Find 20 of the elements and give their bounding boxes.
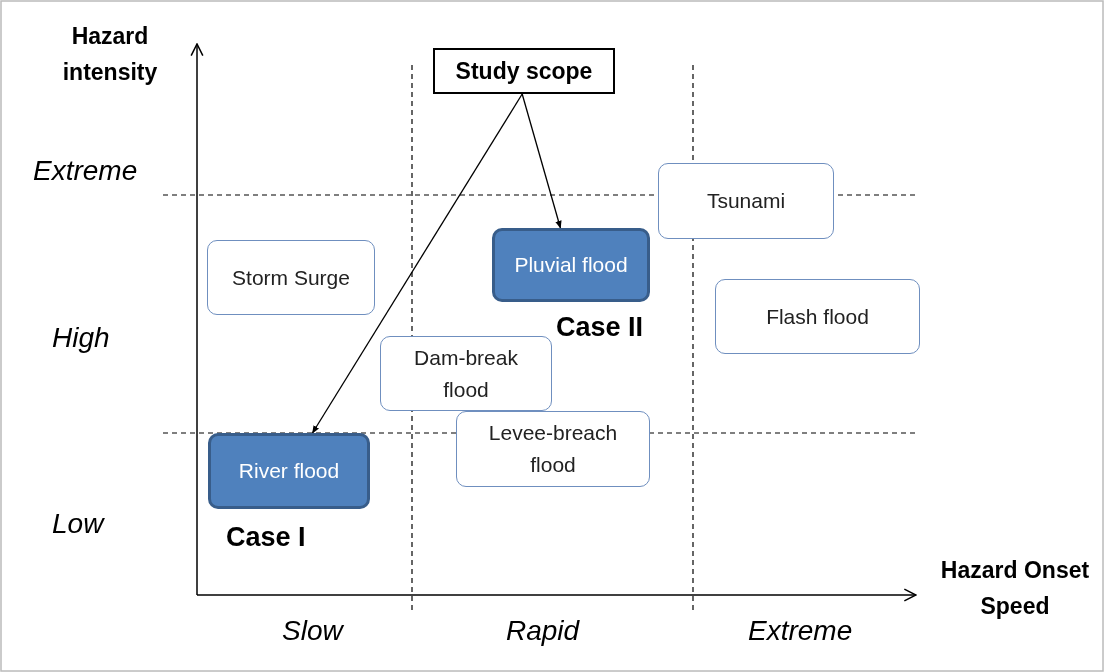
axis-label: Rapid xyxy=(506,615,580,647)
axis-label: Slow xyxy=(282,615,343,647)
axis-label: Extreme xyxy=(33,155,138,187)
scope-box: Study scope xyxy=(433,48,615,94)
axis-label: Extreme xyxy=(748,615,853,647)
hazard-box: Storm Surge xyxy=(207,240,375,315)
axis-title: Hazard intensity xyxy=(61,22,159,87)
hazard-box: Levee-breach flood xyxy=(456,411,650,487)
hazard-box: Dam-break flood xyxy=(380,336,552,411)
axis-title: Hazard Onset Speed xyxy=(939,556,1091,621)
hazard-box: River flood xyxy=(208,433,370,509)
axis-label: Low xyxy=(52,508,104,540)
case-label: Case I xyxy=(226,522,306,553)
case-label: Case II xyxy=(556,312,644,343)
arrow xyxy=(311,93,523,434)
hazard-box: Flash flood xyxy=(715,279,920,354)
axis-label: High xyxy=(52,322,110,354)
hazard-box: Tsunami xyxy=(658,163,834,239)
arrow xyxy=(521,93,562,229)
hazard-box: Pluvial flood xyxy=(492,228,650,302)
